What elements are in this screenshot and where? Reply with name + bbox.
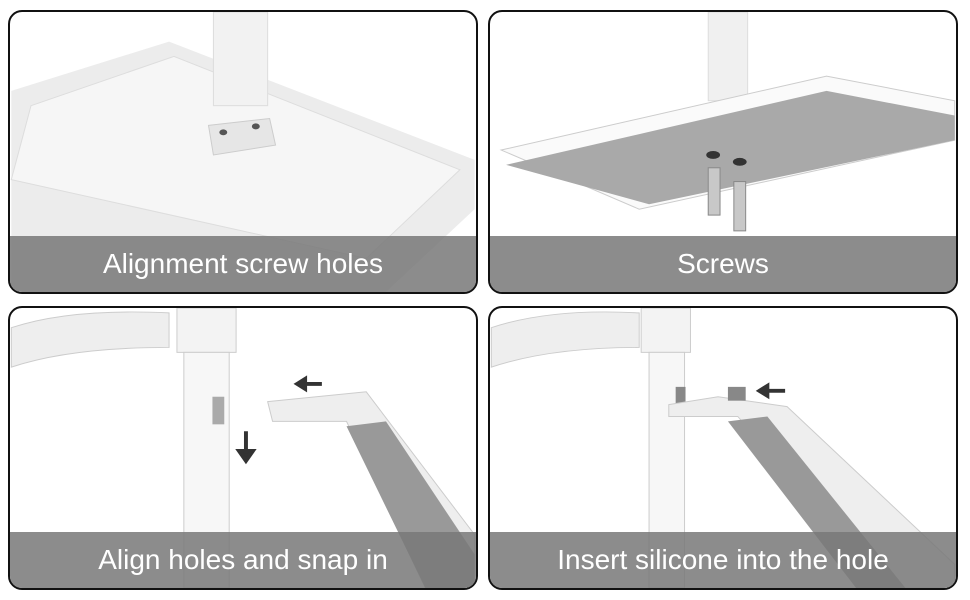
arrow-left-icon — [755, 382, 786, 400]
panel-align-holes-snap-in: Align holes and snap in — [8, 306, 478, 590]
panel-screws: Screws — [488, 10, 958, 294]
arrow-down-icon — [235, 431, 257, 465]
caption: Align holes and snap in — [10, 532, 476, 588]
base-tray-illustration — [10, 12, 475, 292]
panel-alignment-screw-holes: Alignment screw holes — [8, 10, 478, 294]
panel-insert-silicone: Insert silicone into the hole — [488, 306, 958, 590]
arrow-left-icon — [293, 375, 322, 393]
base-underside-illustration — [499, 12, 956, 232]
caption: Insert silicone into the hole — [490, 532, 956, 588]
caption: Screws — [490, 236, 956, 292]
caption: Alignment screw holes — [10, 236, 476, 292]
